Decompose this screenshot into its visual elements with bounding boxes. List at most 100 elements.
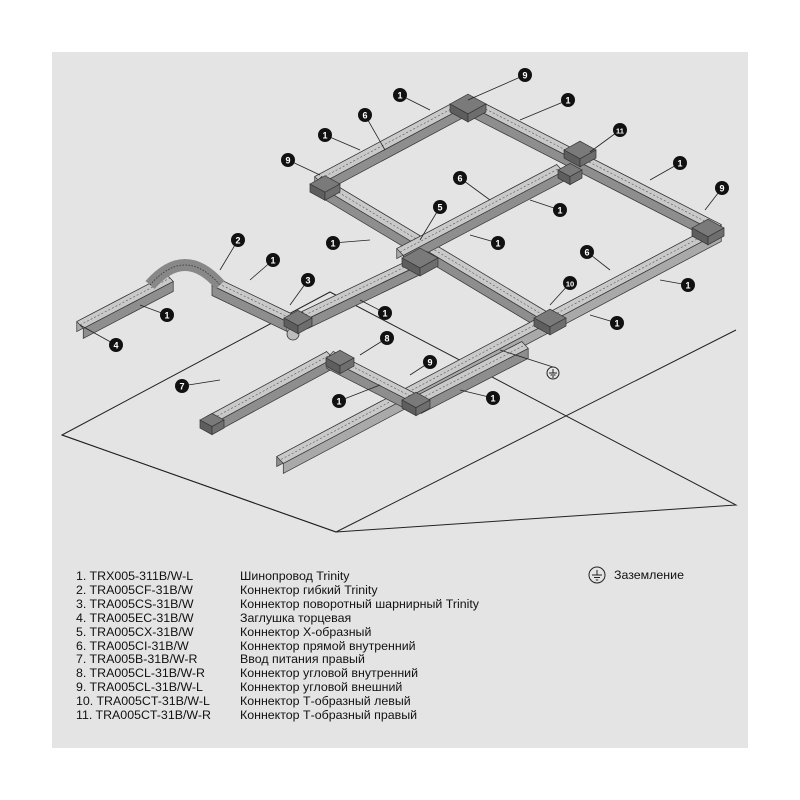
rail-slot: [209, 354, 331, 421]
connector-side: [297, 317, 313, 335]
rail-slot: [417, 344, 526, 401]
ground-label: Заземление: [614, 568, 684, 582]
callout-circle: [453, 171, 467, 185]
connector-side: [324, 183, 341, 201]
connector-side: [419, 257, 439, 277]
callout-circle: [160, 308, 174, 322]
callout-badge: 3: [301, 273, 315, 287]
legend-code: 2. TRA005CF-31B/W: [76, 582, 193, 597]
callout-badge: 1: [561, 93, 575, 107]
legend-desc: Шинопровод Trinity: [240, 569, 350, 583]
callout-circle: [563, 276, 577, 290]
callout-circle: [380, 331, 394, 345]
callout-number: 9: [427, 357, 432, 367]
legend-desc: Коннектор угловой внешний: [240, 680, 403, 695]
legend-code: 10. TRA005CT-31B/W-L: [76, 694, 210, 709]
rail-side: [320, 102, 472, 194]
rail-slot: [467, 99, 719, 229]
callout-number: 6: [362, 110, 367, 120]
legend-desc: Коннектор гибкий Trinity: [240, 582, 378, 597]
track-connector: [533, 308, 567, 336]
callout-badge: 5: [433, 200, 447, 214]
callout-number: 1: [557, 205, 562, 215]
callout-badge: 1: [673, 156, 687, 170]
ground-icon: [588, 566, 606, 584]
callout-badge: 1: [681, 278, 695, 292]
rail-side: [212, 357, 334, 434]
callout-badge: 1: [160, 308, 174, 322]
callout-badge: 1: [491, 236, 505, 250]
track-connector: [449, 93, 487, 123]
callout-circle: [423, 355, 437, 369]
callout-circle: [378, 306, 392, 320]
connector-side: [339, 357, 355, 375]
connector-side: [549, 317, 567, 336]
track-connector: [401, 247, 439, 277]
track-connector: [325, 349, 355, 375]
legend-row: 4. TRA005EC-31B/W Заглушка торцевая: [76, 610, 479, 626]
callout-circle: [332, 394, 346, 408]
legend-code: 7. TRA005B-31B/W-R: [76, 652, 198, 667]
callout-number: 1: [382, 308, 387, 318]
legend-desc: Коннектор поворотный шарнирный Trinity: [240, 596, 479, 611]
callout-number: 2: [235, 235, 240, 245]
callout-circle: [393, 88, 407, 102]
callout-badge: 1: [378, 306, 392, 320]
callout-number: 6: [457, 173, 462, 183]
callout-circle: [175, 379, 189, 393]
callout-badge: 1: [318, 128, 332, 142]
legend-code: 11. TRA005CT-31B/W-R: [76, 708, 211, 723]
callout-badge: 6: [580, 245, 594, 259]
legend-desc: Заглушка торцевая: [240, 610, 352, 625]
callout-badge: 9: [423, 355, 437, 369]
track-connector: [557, 163, 583, 186]
callout-circle: [433, 200, 447, 214]
rail-slot: [547, 227, 719, 319]
callout-number: 1: [164, 310, 169, 320]
legend-desc: Ввод питания правый: [240, 652, 365, 667]
callout-circle: [231, 233, 245, 247]
track-rail: [206, 351, 334, 434]
track-rail: [414, 341, 529, 414]
connector-side: [707, 227, 725, 246]
rail-slot: [304, 254, 431, 316]
callout-circle: [610, 316, 624, 330]
callout-leader: [338, 384, 381, 402]
callout-number: 1: [397, 90, 402, 100]
legend-code: 4. TRA005EC-31B/W: [76, 610, 194, 625]
callout-number: 1: [336, 396, 341, 406]
callout-number: 1: [490, 393, 495, 403]
connector-side: [579, 149, 597, 168]
track-rail: [314, 96, 472, 194]
track-connector: [309, 175, 341, 201]
rail-side: [464, 102, 716, 242]
track-connector: [401, 391, 431, 417]
floor-edge: [335, 329, 737, 533]
flexible-connector-ribs: [149, 264, 221, 286]
callout-badge: 1: [393, 88, 407, 102]
track-connector: [199, 413, 225, 436]
callout-number: 1: [565, 95, 570, 105]
callout-circle: [326, 236, 340, 250]
callout-circle: [673, 156, 687, 170]
callout-number: 1: [270, 255, 275, 265]
callout-number: 1: [677, 158, 682, 168]
callout-circle: [318, 128, 332, 142]
rail-side: [82, 280, 174, 339]
callout-badge: 6: [453, 171, 467, 185]
legend-row: 2. TRA005CF-31B/W Коннектор гибкий Trinit…: [76, 582, 479, 598]
connectors-group: [199, 93, 725, 436]
callout-circle: [580, 245, 594, 259]
connector-side: [569, 169, 583, 186]
connector-side: [467, 103, 487, 123]
callout-number: 1: [322, 130, 327, 140]
